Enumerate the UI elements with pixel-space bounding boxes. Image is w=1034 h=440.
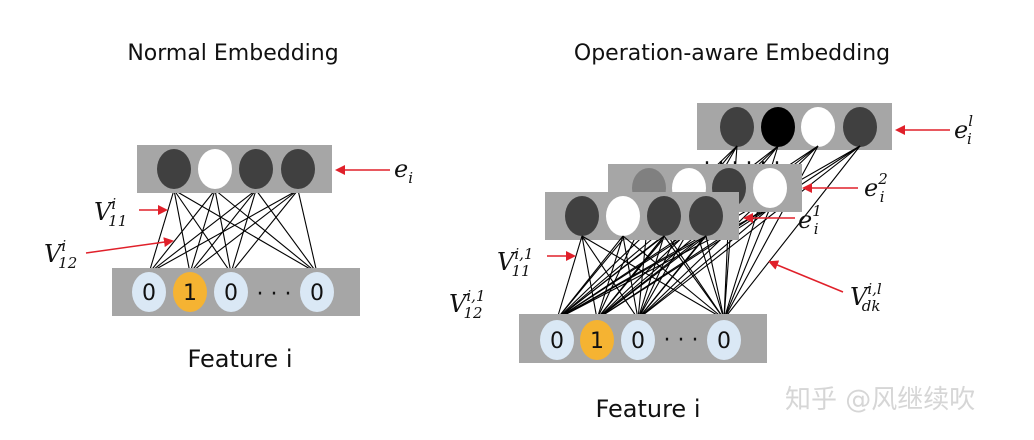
layer-1-connection bbox=[556, 235, 707, 320]
left-input-value: 0 bbox=[142, 281, 156, 306]
left-connection bbox=[214, 189, 318, 274]
operation-aware-title: Operation-aware Embedding bbox=[574, 41, 890, 66]
left-input-ellipsis: · · · bbox=[257, 282, 292, 307]
layer-l-node bbox=[720, 107, 754, 147]
left-v12-arrow bbox=[85, 237, 174, 254]
normal-embedding-title: Normal Embedding bbox=[127, 41, 338, 66]
left-connection-lines bbox=[148, 189, 318, 274]
left-embedding-node bbox=[281, 149, 315, 189]
left-connection bbox=[189, 189, 299, 274]
left-input-value: 0 bbox=[224, 281, 238, 306]
layer-l-node bbox=[843, 107, 877, 147]
right-vdk-arrow bbox=[768, 260, 844, 293]
right-input-node bbox=[540, 320, 574, 360]
left-embedding-node bbox=[239, 149, 273, 189]
layer-2-node bbox=[753, 168, 787, 208]
layer-l-connection bbox=[723, 145, 861, 320]
left-embedding-node bbox=[157, 149, 191, 189]
watermark: 知乎 @风继续吹 bbox=[785, 385, 975, 415]
left-input-nodes: 0 1 0 0 bbox=[132, 272, 334, 312]
right-feature-label: Feature i bbox=[596, 395, 701, 423]
layer-2-connection bbox=[723, 207, 771, 320]
right-input-node bbox=[707, 320, 741, 360]
left-connection bbox=[148, 189, 257, 274]
layer-1-node bbox=[689, 196, 723, 236]
left-input-node bbox=[300, 272, 334, 312]
layer-l-nodes bbox=[720, 107, 877, 147]
layer-l-node bbox=[801, 107, 835, 147]
layer-1-connection bbox=[705, 235, 725, 320]
layer-l-node bbox=[761, 107, 795, 147]
layer-1-node bbox=[565, 196, 599, 236]
layer-1-connection bbox=[556, 235, 583, 320]
layer-1-connection bbox=[596, 235, 707, 320]
layer-l-connection bbox=[723, 145, 819, 320]
left-embedding-label: ei bbox=[394, 155, 413, 187]
layer-1-connection bbox=[556, 235, 665, 320]
layer-1-nodes bbox=[565, 196, 723, 236]
layer-2-connection bbox=[637, 207, 771, 320]
left-connection bbox=[230, 189, 299, 274]
left-input-value: 0 bbox=[310, 281, 324, 306]
left-connection bbox=[297, 189, 318, 274]
left-connection bbox=[148, 189, 175, 274]
left-connection bbox=[173, 189, 318, 274]
layer-1-node bbox=[606, 196, 640, 236]
left-input-value: 1 bbox=[183, 281, 197, 306]
right-input-ellipsis: · · · bbox=[664, 328, 699, 353]
right-input-node bbox=[580, 320, 614, 360]
layer-1-node bbox=[647, 196, 681, 236]
right-input-value: 0 bbox=[717, 329, 731, 354]
right-input-node bbox=[621, 320, 655, 360]
layer-1-connection bbox=[622, 235, 725, 320]
right-input-value: 1 bbox=[590, 329, 604, 354]
right-input-nodes: 0 1 0 0 bbox=[540, 320, 741, 360]
layer-1-connection bbox=[556, 235, 624, 320]
right-connection-lines-front bbox=[556, 235, 725, 320]
layer-1-connection bbox=[581, 235, 725, 320]
left-feature-label: Feature i bbox=[188, 345, 293, 373]
left-connection bbox=[148, 189, 299, 274]
layer-1-connection bbox=[637, 235, 707, 320]
right-input-value: 0 bbox=[550, 329, 564, 354]
left-input-node bbox=[173, 272, 207, 312]
left-connection bbox=[148, 189, 216, 274]
right-input-value: 0 bbox=[631, 329, 645, 354]
left-embedding-nodes bbox=[157, 149, 315, 189]
layer-1-connection bbox=[663, 235, 725, 320]
left-connection bbox=[255, 189, 318, 274]
left-embedding-node bbox=[198, 149, 232, 189]
left-input-node bbox=[132, 272, 166, 312]
left-input-node bbox=[214, 272, 248, 312]
